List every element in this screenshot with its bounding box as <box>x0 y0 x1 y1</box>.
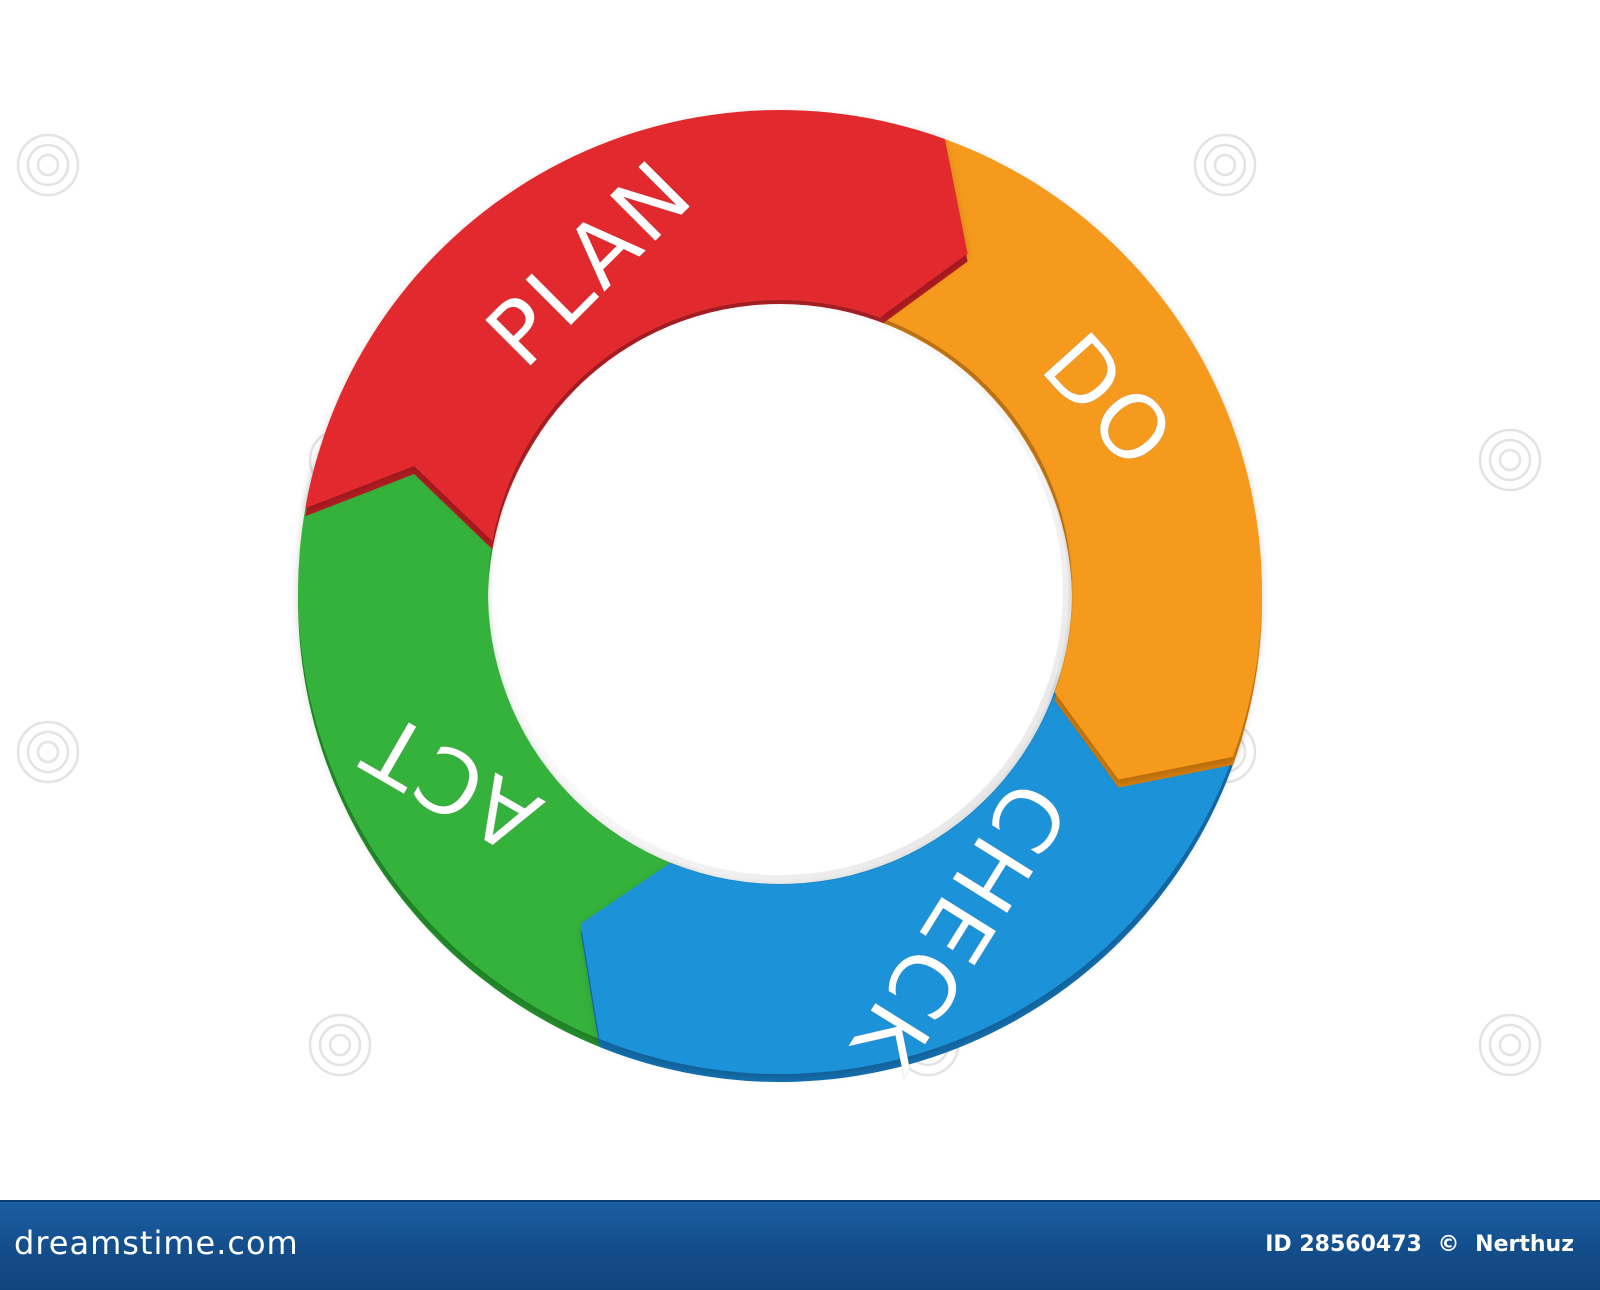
image-id: ID 28560473 <box>1265 1232 1422 1257</box>
ring-hole <box>487 299 1073 885</box>
footer-logo[interactable]: dreamstime.com <box>14 1224 299 1262</box>
act-segment <box>298 428 700 1056</box>
copyright-symbol: © <box>1437 1232 1460 1257</box>
author-name[interactable]: Nerthuz <box>1475 1232 1574 1257</box>
check-segment <box>580 672 1244 1075</box>
cycle-ring <box>298 110 1262 1083</box>
plan-segment <box>305 110 968 542</box>
spiral-watermark-icon <box>1193 133 1257 197</box>
footer-bar: dreamstime.com ID 28560473 © Nerthuz <box>0 1200 1600 1290</box>
spiral-watermark-icon <box>16 720 80 784</box>
do-segment <box>860 128 1262 780</box>
spiral-watermark-icon <box>16 133 80 197</box>
spiral-watermark-icon <box>1478 428 1542 492</box>
footer-credit: ID 28560473 © Nerthuz <box>1257 1232 1574 1257</box>
spiral-watermark-icon <box>308 1013 372 1077</box>
spiral-watermark-icon <box>1478 1013 1542 1077</box>
